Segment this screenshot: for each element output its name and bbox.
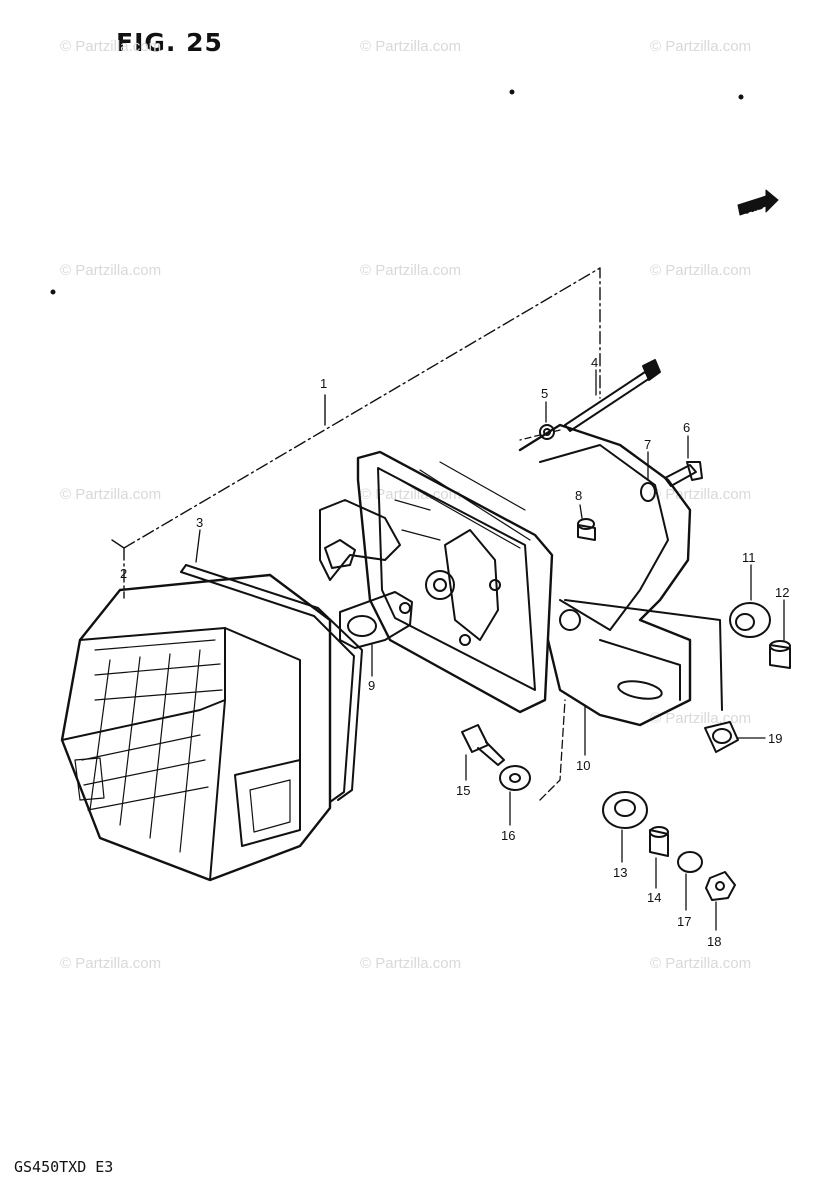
tail-lamp-lens <box>60 539 332 882</box>
callout-19: 19 <box>768 731 782 746</box>
callout-5: 5 <box>541 386 548 401</box>
watermark: © Partzilla.com <box>60 38 162 55</box>
bulb-socket-wiring <box>319 499 413 649</box>
spacer <box>577 518 596 541</box>
mounting-bracket <box>518 423 723 727</box>
speck <box>50 289 56 295</box>
callout-18: 18 <box>707 934 721 949</box>
watermark: © Partzilla.com <box>650 955 752 972</box>
callout-11: 11 <box>742 550 756 565</box>
speck <box>509 89 515 95</box>
watermark: © Partzilla.com <box>60 955 162 972</box>
washer <box>640 482 656 502</box>
grommet-small <box>704 721 739 753</box>
leader-line <box>579 504 583 519</box>
nut-small <box>705 871 736 901</box>
watermark: © Partzilla.com <box>60 486 162 503</box>
collar-small <box>649 826 669 857</box>
callout-12: 12 <box>775 585 789 600</box>
callout-3: 3 <box>196 515 203 530</box>
long-bolt <box>564 359 661 432</box>
callout-9: 9 <box>368 678 375 693</box>
speck <box>738 94 744 100</box>
callout-15: 15 <box>456 783 470 798</box>
watermark: © Partzilla.com <box>360 262 462 279</box>
callout-13: 13 <box>613 865 627 880</box>
callout-2: 2 <box>120 566 127 581</box>
lamp-housing <box>356 450 554 714</box>
grommet-large <box>602 791 648 829</box>
callout-14: 14 <box>647 890 661 905</box>
figure-title: FIG. 25 <box>116 28 223 57</box>
collar <box>769 640 791 669</box>
watermark: © Partzilla.com <box>650 38 752 55</box>
grommet <box>729 602 771 638</box>
watermark: © Partzilla.com <box>60 262 162 279</box>
washer-small <box>677 851 703 873</box>
callout-4: 4 <box>591 355 598 370</box>
lens-gasket <box>180 564 363 803</box>
watermark: © Partzilla.com <box>360 955 462 972</box>
watermark: © Partzilla.com <box>650 262 752 279</box>
callout-8: 8 <box>575 488 582 503</box>
center-line <box>539 699 566 801</box>
bolt <box>461 724 505 766</box>
callout-1: 1 <box>320 376 327 391</box>
callout-6: 6 <box>683 420 690 435</box>
nut <box>539 424 555 440</box>
forward-arrow-icon: FWD <box>737 189 779 216</box>
leader-line <box>195 529 201 563</box>
assembly-leader-line <box>123 267 601 549</box>
callout-16: 16 <box>501 828 515 843</box>
callout-7: 7 <box>644 437 651 452</box>
screw <box>664 461 703 487</box>
model-code: GS450TXD E3 <box>14 1158 114 1176</box>
watermark: © Partzilla.com <box>360 38 462 55</box>
washer-large <box>499 765 531 791</box>
callout-17: 17 <box>677 914 691 929</box>
callout-10: 10 <box>576 758 590 773</box>
